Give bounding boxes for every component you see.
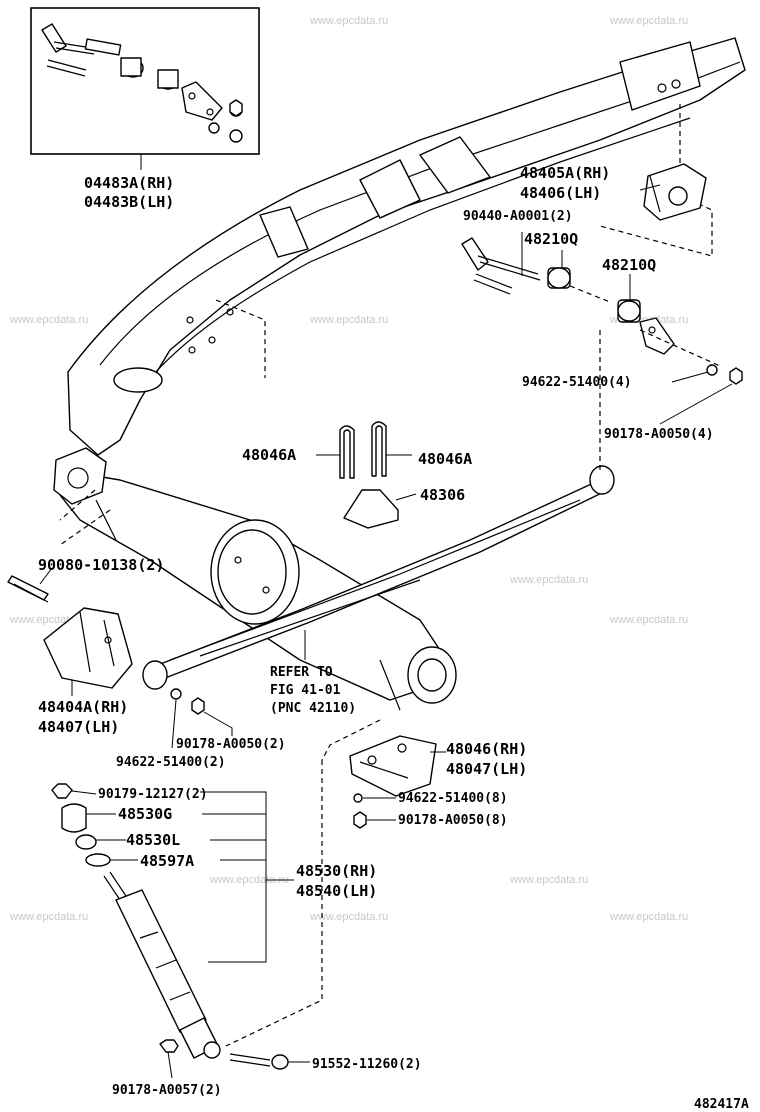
frame-rail (67, 37, 746, 456)
shackle-bracket (643, 163, 707, 221)
label-91552: 91552-11260(2) (312, 1057, 422, 1072)
label-04483b: 04483B(LH) (84, 193, 174, 211)
retainer-48597a (85, 853, 111, 867)
nut-mid-leader (203, 711, 233, 736)
nut-90179 (51, 783, 73, 799)
label-48405a: 48405A(RH) (520, 164, 610, 182)
label-90080: 90080-10138(2) (38, 556, 164, 574)
label-48046a-right: 48046A (418, 450, 472, 468)
label-48407: 48407(LH) (38, 718, 119, 736)
label-48046: 48046(RH) (446, 740, 527, 758)
watermark-text: www.epcdata.ru (309, 911, 388, 923)
label-94622-low: 94622-51400(8) (398, 791, 508, 806)
front-hanger (7, 575, 133, 689)
label-48530g: 48530G (118, 805, 172, 823)
label-48306: 48306 (420, 486, 465, 504)
label-94622-mid: 94622-51400(2) (116, 755, 226, 770)
bolt-91552-head (271, 1054, 289, 1070)
watermark-text: www.epcdata.ru (9, 314, 88, 326)
label-94622-top: 94622-51400(4) (522, 375, 632, 390)
nut-bottom (159, 1039, 179, 1053)
refer-line3: (PNC 42110) (270, 701, 356, 716)
label-48210q-a: 48210Q (524, 230, 578, 248)
label-90178-low: 90178-A0050(8) (398, 813, 508, 828)
label-90179: 90179-12127(2) (98, 787, 208, 802)
washer-mid (170, 688, 182, 700)
label-48210q-b: 48210Q (602, 256, 656, 274)
kit-inset-box (30, 7, 260, 155)
nut-top-leader (659, 383, 733, 425)
label-04483a: 04483A(RH) (84, 174, 174, 192)
nut-bottom-leader (167, 1051, 173, 1079)
watermark-text: www.epcdata.ru (609, 15, 688, 27)
washer-top (706, 364, 718, 376)
watermark-text: www.epcdata.ru (209, 874, 288, 886)
dash-axle (59, 489, 381, 761)
watermark-text: www.epcdata.ru (309, 314, 388, 326)
label-48047: 48047(LH) (446, 760, 527, 778)
nut-mid (191, 697, 205, 715)
dash-shackle (569, 285, 721, 367)
watermark-text: www.epcdata.ru (9, 911, 88, 923)
label-48404a: 48404A(RH) (38, 698, 128, 716)
label-48597a: 48597A (140, 852, 194, 870)
washer-top-leader (671, 371, 709, 383)
label-90178-top: 90178-A0050(4) (604, 427, 714, 442)
shock-parts (51, 783, 111, 867)
dash-shock (225, 760, 323, 1047)
label-48540: 48540(LH) (296, 882, 377, 900)
label-90178-mid: 90178-A0050(2) (176, 737, 286, 752)
refer-line1: REFER TO (270, 665, 333, 680)
nut90179-leader (71, 790, 97, 795)
label-90178-bottom: 90178-A0057(2) (112, 1083, 222, 1098)
watermark-text: www.epcdata.ru (309, 15, 388, 27)
dash-frame-left (215, 299, 266, 378)
bump-stopper (343, 489, 399, 529)
watermark-text: www.epcdata.ru (509, 874, 588, 886)
label-48406: 48406(LH) (520, 184, 601, 202)
u-bolts (339, 421, 387, 479)
nut-low (353, 811, 367, 829)
shackle-group (461, 237, 675, 355)
shock-absorber (103, 871, 221, 1059)
figure-id: 482417A (694, 1097, 749, 1112)
bumper-leader (395, 493, 417, 501)
nut-top (729, 367, 743, 385)
cushion-48530l (75, 834, 97, 850)
label-48530: 48530(RH) (296, 862, 377, 880)
label-48530l: 48530L (126, 831, 180, 849)
bolt90080-leader (39, 567, 53, 585)
cushion-48530g (61, 803, 87, 833)
leaf-spring (142, 465, 615, 690)
bolt-91552-shaft (229, 1053, 271, 1067)
label-48046a-left: 48046A (242, 446, 296, 464)
washer-mid-leader (171, 699, 177, 749)
label-90440: 90440-A0001(2) (463, 209, 573, 224)
watermark-text: www.epcdata.ru (609, 911, 688, 923)
refer-line2: FIG 41-01 (270, 683, 341, 698)
absorber-bracket (200, 791, 267, 963)
axle-housing (53, 447, 457, 711)
bracket-leader (639, 184, 661, 191)
watermark-text: www.epcdata.ru (509, 574, 588, 586)
watermark-text: www.epcdata.ru (609, 614, 688, 626)
spring-seat (349, 735, 437, 797)
washer-low (353, 793, 363, 803)
